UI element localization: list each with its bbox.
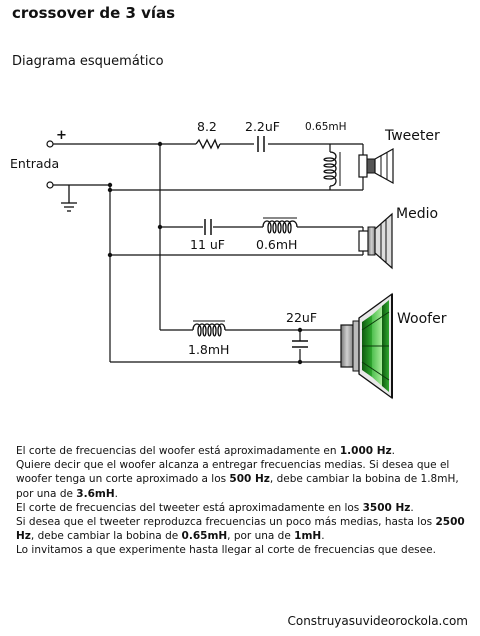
input-terminals: + Entrada [10, 128, 67, 189]
crossover-schematic: + Entrada [10, 119, 447, 400]
medio-label: Medio [396, 206, 438, 222]
woofer-speaker: Woofer [340, 292, 447, 400]
input-label: Entrada [10, 156, 59, 171]
tweeter-resistor: 8.2 [195, 119, 221, 150]
tweeter-label: Tweeter [384, 128, 440, 144]
medio-inductor: 0.6mH [256, 217, 298, 252]
tweeter-resistor-value: 8.2 [197, 119, 217, 134]
tweeter-capacitor-value: 2.2uF [245, 119, 280, 134]
crossover-description: El corte de frecuencias del woofer está … [16, 445, 465, 557]
website-footer: Construyasuvideorockola.com [287, 614, 468, 628]
positive-terminal [46, 140, 54, 148]
woofer-inductor: 1.8mH [188, 320, 229, 357]
tweeter-speaker: Tweeter [358, 128, 440, 185]
junction-dots [107, 141, 303, 365]
medio-capacitor: 11 uF [190, 219, 225, 252]
woofer-capacitor: 22uF [286, 310, 317, 348]
woofer-label: Woofer [397, 311, 447, 327]
schematic-wires [53, 143, 364, 363]
tweeter-inductor: 0.65mH [305, 121, 347, 187]
woofer-capacitor-value: 22uF [286, 310, 317, 325]
medio-speaker: Medio [358, 206, 438, 270]
page-title: crossover de 3 vías [12, 4, 176, 22]
diagram-subtitle: Diagrama esquemático [12, 54, 164, 69]
plus-sign: + [56, 128, 67, 143]
woofer-inductor-value: 1.8mH [188, 342, 229, 357]
tweeter-inductor-value: 0.65mH [305, 121, 347, 133]
medio-capacitor-value: 11 uF [190, 237, 225, 252]
medio-inductor-value: 0.6mH [256, 237, 297, 252]
tweeter-capacitor: 2.2uF [245, 119, 280, 152]
negative-terminal [46, 181, 54, 189]
ground-symbol [61, 185, 77, 212]
